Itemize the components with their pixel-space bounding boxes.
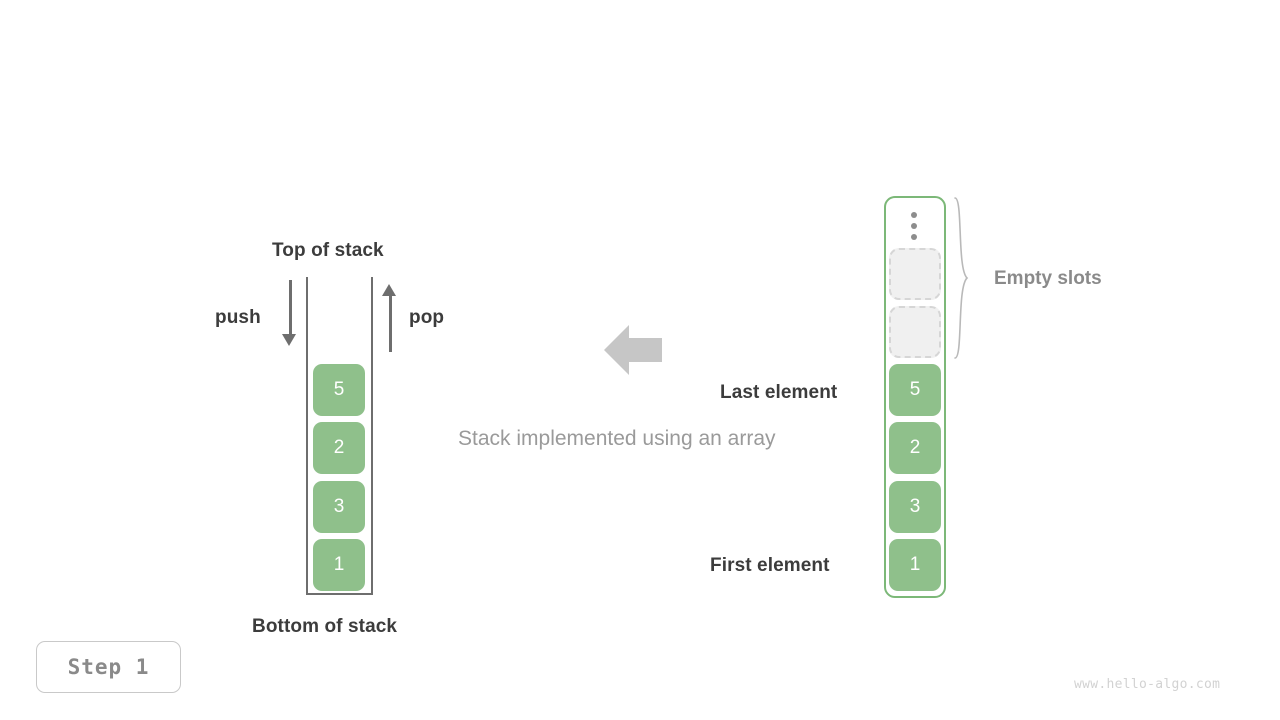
push-label: push xyxy=(215,307,261,328)
empty-slots-brace-icon xyxy=(952,196,974,360)
stack-cell: 1 xyxy=(313,539,365,591)
step-badge: Step 1 xyxy=(36,641,181,693)
empty-slots-label: Empty slots xyxy=(994,268,1102,289)
stack-cell: 2 xyxy=(313,422,365,474)
pop-arrow-shaft xyxy=(389,296,392,352)
first-element-label: First element xyxy=(710,555,830,576)
array-cell: 2 xyxy=(889,422,941,474)
abstract-stack-container: 5 2 3 1 xyxy=(306,277,374,602)
last-element-label: Last element xyxy=(720,382,838,403)
bottom-of-stack-label: Bottom of stack xyxy=(252,616,398,637)
pop-arrow-head-icon xyxy=(382,284,396,296)
push-arrow-shaft xyxy=(289,280,292,336)
array-cell: 5 xyxy=(889,364,941,416)
push-arrow-head-icon xyxy=(282,334,296,346)
stack-wall-right xyxy=(371,277,373,595)
empty-slot xyxy=(889,248,941,300)
stack-cell: 3 xyxy=(313,481,365,533)
array-cell: 1 xyxy=(889,539,941,591)
empty-slot xyxy=(889,306,941,358)
top-of-stack-label: Top of stack xyxy=(272,240,384,261)
figure-caption: Stack implemented using an array xyxy=(458,427,776,450)
stack-wall-left xyxy=(306,277,308,595)
stack-floor xyxy=(306,593,373,595)
pop-label: pop xyxy=(409,307,445,328)
vertical-ellipsis-icon xyxy=(911,212,918,240)
stack-cell: 5 xyxy=(313,364,365,416)
watermark: www.hello-algo.com xyxy=(1074,677,1221,692)
left-block-arrow-icon xyxy=(604,324,662,376)
array-cell: 3 xyxy=(889,481,941,533)
step-badge-label: Step 1 xyxy=(67,655,150,679)
